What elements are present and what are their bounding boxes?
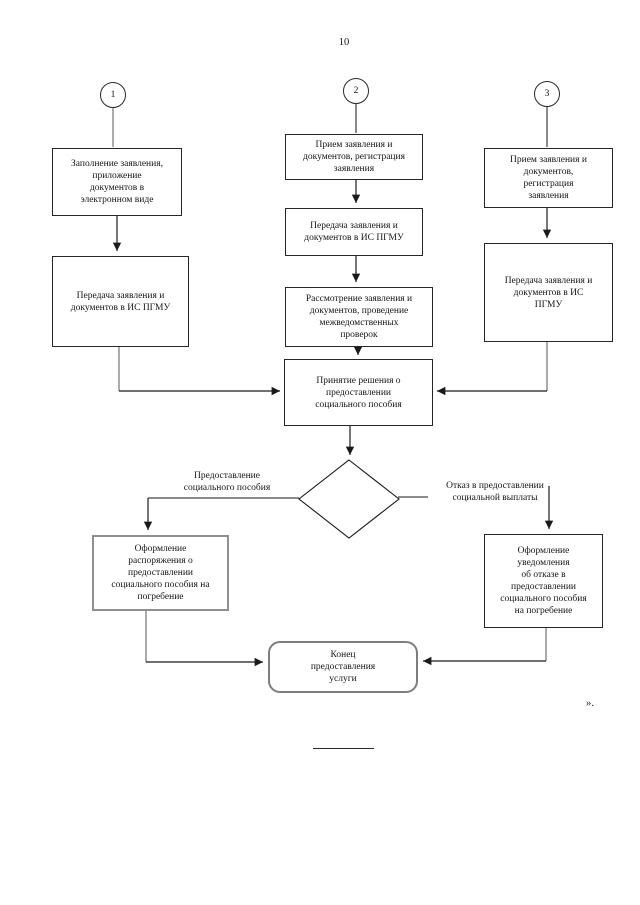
- branch-label-grant: Предоставление социального пособия: [148, 470, 306, 494]
- box-transfer-1-text: Передача заявления и документов в ИС ПГМ…: [70, 290, 171, 313]
- branch-label-grant-text: Предоставление социального пособия: [183, 471, 271, 493]
- box-end-of-service: Конец предоставления услуги: [268, 641, 418, 693]
- box-fill-application-text: Заполнение заявления, приложение докумен…: [71, 159, 163, 205]
- box-receive-3-text: Прием заявления и документов, регистраци…: [510, 155, 587, 201]
- branch-label-refuse-text: Отказ в предоставлении социальной выплат…: [446, 481, 544, 503]
- box-receive-2-text: Прием заявления и документов, регистраци…: [303, 140, 405, 174]
- branch-label-refuse: Отказ в предоставлении социальной выплат…: [425, 480, 565, 504]
- start-circle-3: 3: [534, 81, 560, 107]
- box-review: Рассмотрение заявления и документов, про…: [285, 287, 433, 347]
- box-receive-3: Прием заявления и документов, регистраци…: [484, 148, 613, 208]
- box-review-text: Рассмотрение заявления и документов, про…: [305, 294, 413, 340]
- box-decision: Принятие решения о предоставлении социал…: [284, 359, 433, 426]
- box-fill-application: Заполнение заявления, приложение докумен…: [52, 148, 182, 216]
- box-transfer-2-text: Передача заявления и документов в ИС ПГМ…: [304, 221, 404, 243]
- closing-quote-mark: ».: [585, 697, 595, 709]
- start-circle-1: 1: [100, 82, 126, 108]
- box-end-of-service-text: Конец предоставления услуги: [310, 650, 376, 684]
- box-transfer-3-text: Передача заявления и документов в ИС ПГМ…: [504, 275, 593, 310]
- box-notice-refusal: Оформление уведомления об отказе в предо…: [484, 534, 603, 628]
- box-notice-refusal-text: Оформление уведомления об отказе в предо…: [500, 546, 587, 616]
- box-order-grant-text: Оформление распоряжения о предоставлении…: [111, 544, 210, 602]
- box-transfer-2: Передача заявления и документов в ИС ПГМ…: [285, 208, 423, 256]
- start-circle-1-label: 1: [110, 90, 116, 100]
- footnote-separator-rule: [313, 748, 374, 749]
- box-receive-2: Прием заявления и документов, регистраци…: [285, 134, 423, 180]
- box-decision-text: Принятие решения о предоставлении социал…: [315, 375, 402, 410]
- start-circle-2: 2: [343, 78, 369, 104]
- page-number: 10: [338, 37, 350, 48]
- start-circle-2-label: 2: [353, 86, 359, 96]
- box-transfer-3: Передача заявления и документов в ИС ПГМ…: [484, 243, 613, 342]
- box-order-grant: Оформление распоряжения о предоставлении…: [92, 535, 229, 611]
- start-circle-3-label: 3: [544, 89, 550, 99]
- box-transfer-1: Передача заявления и документов в ИС ПГМ…: [52, 256, 189, 347]
- decision-diamond: [298, 459, 400, 539]
